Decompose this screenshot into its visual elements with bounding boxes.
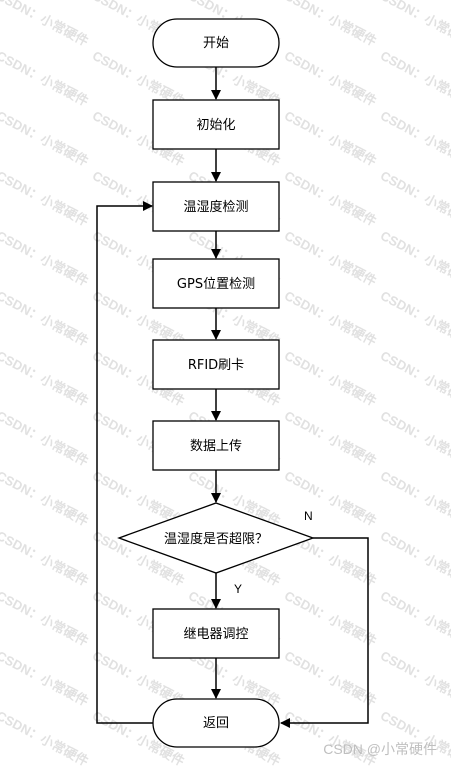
arrow-decision-no — [280, 537, 369, 728]
temp-humidity-detect-label: 温湿度检测 — [183, 199, 248, 215]
arrow-loop-back — [96, 201, 153, 724]
upload-node: 数据上传 — [152, 420, 280, 471]
decision-node: 温湿度是否超限？ — [117, 502, 315, 574]
no-label: N — [304, 509, 313, 523]
yes-label: Y — [234, 582, 242, 596]
gps-detect-label: GPS位置检测 — [177, 277, 255, 292]
gps-detect-node: GPS位置检测 — [152, 258, 280, 309]
start-node: 开始 — [152, 18, 280, 68]
return-label: 返回 — [203, 716, 229, 731]
init-node: 初始化 — [152, 99, 280, 150]
init-label: 初始化 — [196, 118, 235, 133]
credit-watermark: CSDN @小常硬件 — [323, 741, 437, 757]
rfid-node: RFID刷卡 — [152, 339, 280, 390]
upload-label: 数据上传 — [190, 439, 242, 454]
start-label: 开始 — [203, 36, 229, 51]
decision-label: 温湿度是否超限？ — [164, 531, 268, 547]
rfid-label: RFID刷卡 — [188, 358, 244, 373]
temp-humidity-detect-node: 温湿度检测 — [152, 181, 280, 232]
relay-label: 继电器调控 — [183, 627, 248, 642]
relay-node: 继电器调控 — [152, 608, 280, 659]
return-node: 返回 — [152, 698, 280, 748]
